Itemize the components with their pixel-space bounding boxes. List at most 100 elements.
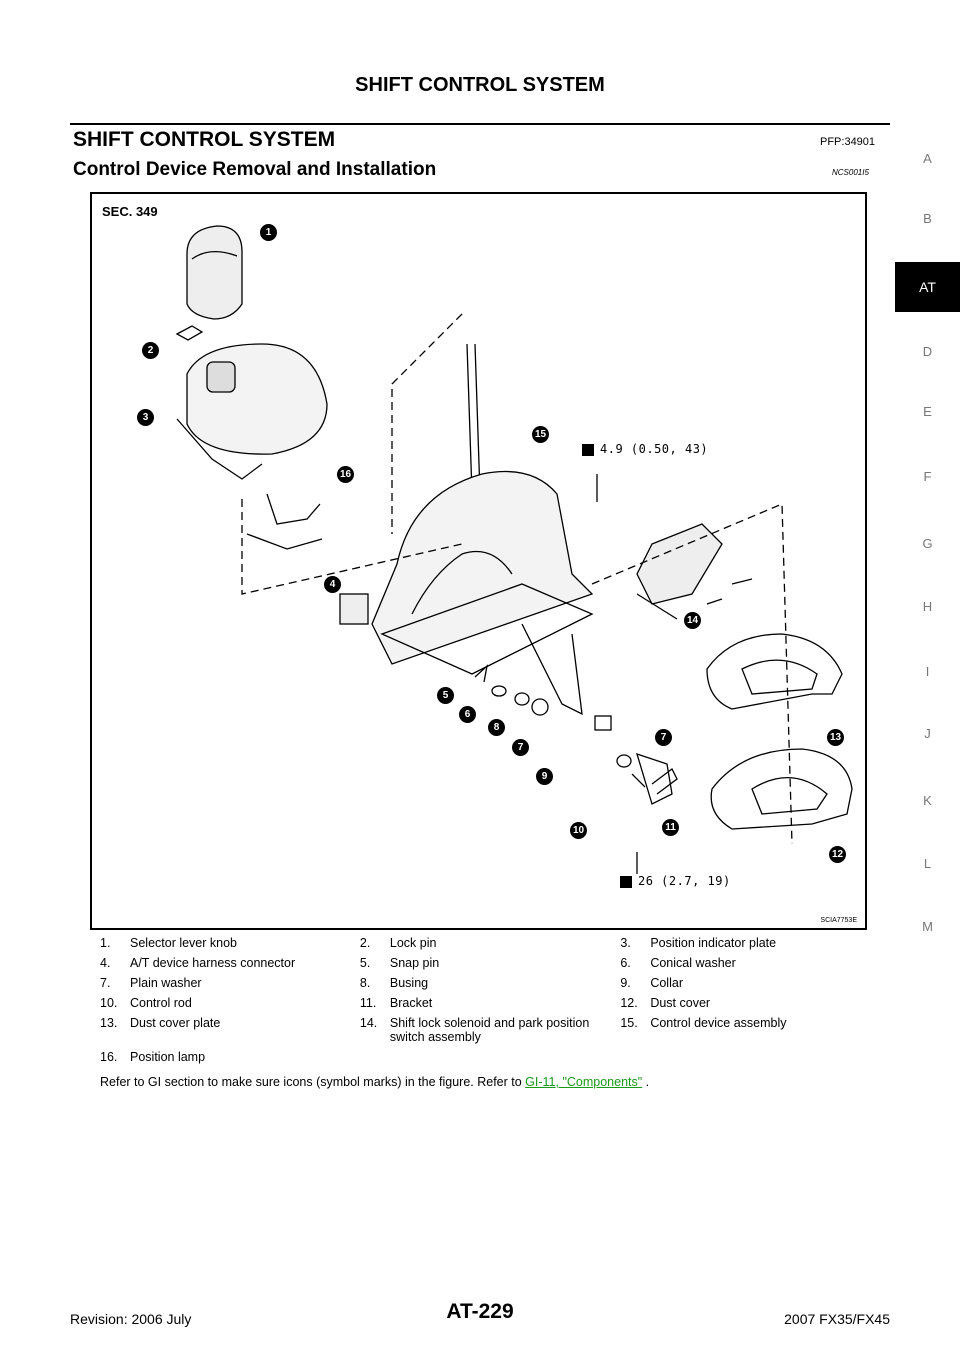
legend-item: 8. Busing: [356, 974, 616, 994]
section-tab-k[interactable]: K: [923, 793, 932, 808]
reference-note: Refer to GI section to make sure icons (…: [100, 1075, 649, 1089]
legend-label: Selector lever knob: [130, 936, 238, 950]
legend-row: 1. Selector lever knob 2. Lock pin 3. Positio…: [96, 934, 886, 954]
section-tab-at[interactable]: AT: [895, 262, 960, 312]
section-tab-i[interactable]: I: [925, 664, 930, 679]
legend-number: 16.: [100, 1050, 118, 1064]
torque-wrench-icon: [620, 875, 632, 888]
torque-value-lower: 26 (2.7, 19): [638, 874, 731, 888]
legend-number: 12.: [620, 996, 638, 1010]
torque-wrench-icon: [582, 443, 594, 456]
legend-item: 2. Lock pin: [356, 934, 616, 954]
legend-label: A/T device harness connector: [130, 956, 296, 970]
diagram-drawing: [175, 225, 853, 874]
page-number: AT-229: [446, 1300, 514, 1323]
callout-12: 12: [829, 846, 846, 863]
legend-item: 6. Conical washer: [616, 954, 886, 974]
parts-legend: 1. Selector lever knob 2. Lock pin 3. Positio…: [96, 934, 886, 1068]
section-tab-l[interactable]: L: [923, 856, 932, 871]
callout-7: 7: [512, 739, 529, 756]
legend-label: Busing: [389, 976, 429, 990]
torque-spec-upper: 4.9 (0.50, 43): [582, 442, 708, 456]
legend-item: 10.Control rod: [96, 994, 356, 1014]
header-rule: [70, 123, 890, 125]
legend-label: Collar: [650, 976, 683, 990]
legend-item: 12. Dust cover: [616, 994, 886, 1014]
legend-label: Lock pin: [389, 936, 437, 950]
callout-15: 15: [532, 426, 549, 443]
callout-14: 14: [684, 612, 701, 629]
legend-number: 6.: [620, 956, 631, 970]
torque-value-upper: 4.9 (0.50, 43): [600, 442, 709, 456]
legend-number: 14.: [359, 1016, 378, 1030]
subsection-code: NCS001I5: [832, 168, 869, 177]
section-tab-e[interactable]: E: [923, 404, 932, 419]
legend-number: 13.: [100, 1016, 118, 1030]
callout-1: 1: [260, 224, 277, 241]
legend-label: Position lamp: [130, 1050, 206, 1064]
callout-13: 13: [827, 729, 844, 746]
note-tail: .: [642, 1075, 650, 1089]
legend-label: Position indicator plate: [650, 936, 777, 950]
legend-item: 7. Plain washer: [96, 974, 356, 994]
callout-5: 5: [437, 687, 454, 704]
legend-number: 2.: [359, 936, 371, 950]
section-tab-j[interactable]: J: [924, 726, 931, 741]
legend-label-continued: switch assembly: [389, 1030, 481, 1044]
torque-spec-lower: 26 (2.7, 19): [620, 874, 731, 888]
section-tab-h[interactable]: H: [922, 599, 933, 614]
legend-label: Dust cover: [650, 996, 711, 1010]
legend-item: 11. Bracket: [356, 994, 616, 1014]
legend-number: 5.: [359, 956, 371, 970]
running-header-title: SHIFT CONTROL SYSTEM: [355, 74, 605, 96]
legend-label: Control device assembly: [650, 1016, 787, 1030]
callout-8: 8: [488, 719, 505, 736]
legend-item: 4. A/T device harness connector: [96, 954, 356, 974]
legend-item: 9. Collar: [616, 974, 886, 994]
callout-10: 10: [570, 822, 587, 839]
legend-label: Conical washer: [650, 956, 736, 970]
section-label: SEC. 349: [102, 204, 158, 219]
note-text: Refer to GI section to make sure icons (…: [100, 1075, 526, 1089]
callout-7: 7: [655, 729, 672, 746]
legend-number: 9.: [620, 976, 631, 990]
legend-number: 7.: [100, 976, 111, 990]
legend-number: 10.: [100, 996, 118, 1010]
callout-11: 11: [662, 819, 679, 836]
callout-16: 16: [337, 466, 354, 483]
callout-3: 3: [137, 409, 154, 426]
subsection-title: Control Device Removal and Installation: [73, 159, 437, 180]
section-tab-f[interactable]: F: [923, 469, 932, 484]
legend-item: 3. Position indicator plate: [616, 934, 886, 954]
legend-number: 8.: [359, 976, 371, 990]
callout-4: 4: [324, 576, 341, 593]
legend-label: Bracket: [389, 996, 433, 1010]
legend-number: 3.: [620, 936, 631, 950]
legend-label: Shift lock solenoid and park position: [389, 1016, 590, 1030]
legend-table: 1. Selector lever knob 2. Lock pin 3. Positio…: [96, 934, 886, 1068]
section-tab-g[interactable]: G: [922, 536, 933, 551]
legend-item: 16. Position lamp: [96, 1048, 356, 1068]
section-tab-a[interactable]: A: [923, 151, 932, 166]
legend-item: 1. Selector lever knob: [96, 934, 356, 954]
figure-id: SCIA7753E: [820, 917, 857, 924]
legend-label: Snap pin: [389, 956, 440, 970]
section-tab-b[interactable]: B: [923, 211, 932, 226]
legend-item: 15. Control device assembly: [616, 1014, 886, 1048]
legend-number: 15.: [620, 1016, 638, 1030]
components-link[interactable]: GI-11, "Components": [525, 1075, 643, 1089]
legend-label: Plain washer: [130, 976, 202, 990]
revision-date: Revision: 2006 July: [70, 1311, 192, 1327]
legend-number: 4.: [100, 956, 111, 970]
legend-number: 11.: [359, 996, 377, 1010]
callout-9: 9: [536, 768, 553, 785]
section-tab-m[interactable]: M: [922, 919, 933, 934]
legend-item: 13.Dust cover plate: [96, 1014, 356, 1048]
section-code: PFP:34901: [820, 136, 876, 148]
legend-number: 1.: [100, 936, 111, 950]
section-tab-d[interactable]: D: [922, 344, 933, 359]
legend-row: 16. Position lamp: [96, 1048, 886, 1068]
